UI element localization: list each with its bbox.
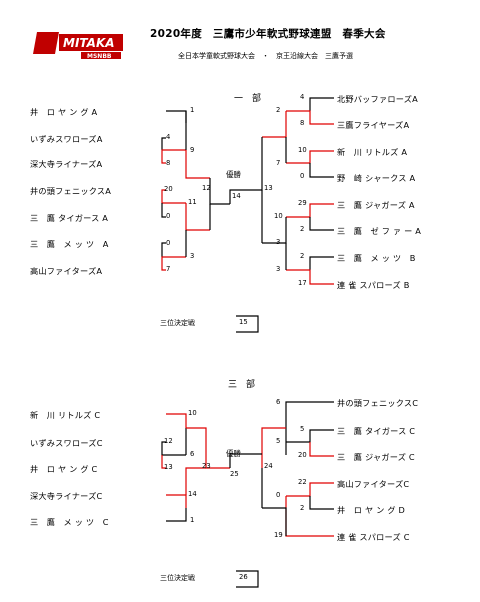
d1-score: 12 (202, 184, 211, 192)
d3-left-team-5: 三 鷹 メ ッ ツ C (30, 517, 109, 527)
page-subtitle: 全日本学童軟式野球大会 ・ 京王沿線大会 三鷹予選 (178, 52, 353, 60)
d3-score: 2 (300, 504, 305, 512)
d1-right-team-2: 三鷹フライヤーズA (337, 120, 410, 130)
d1-right-team-3: 新 川 リトルズ A (337, 147, 408, 157)
d3-score: 6 (276, 398, 281, 406)
d1-left-team-3: 深大寺ライナーズA (30, 159, 103, 169)
d1-score: 10 (274, 212, 283, 220)
d3-score: 5 (276, 437, 281, 445)
d3-score: 10 (188, 409, 197, 417)
d3-score: 24 (264, 462, 273, 470)
d3-score: 22 (298, 478, 307, 486)
d3-right-team-4: 高山ファイターズC (337, 479, 410, 489)
d3-left-team-2: いずみスワローズC (30, 438, 103, 448)
d3-score: 12 (164, 437, 173, 445)
d1-final-label: 優勝 (226, 170, 241, 179)
mitaka-logo: MITAKA MSNBB (33, 30, 125, 60)
d1-right-team-1: 北野バッファローズA (337, 94, 418, 104)
d1-left-team-6: 三 鷹 メ ッ ツ A (30, 239, 109, 249)
d3-right-team-3: 三 鷹 ジャガーズ C (337, 452, 415, 462)
d3-right-team-6: 連 雀 スパローズ C (337, 532, 410, 542)
d1-score: 0 (166, 212, 171, 220)
d1-third-place-label: 三位決定戦 (160, 319, 195, 327)
d1-left-team-1: 井 ロ ヤ ン グ A (30, 107, 98, 117)
d1-score: 29 (298, 199, 307, 207)
d3-score: 20 (298, 451, 307, 459)
d1-score: 17 (298, 279, 307, 287)
d1-score: 7 (166, 265, 171, 273)
d1-score: 4 (166, 133, 171, 141)
d3-score: 13 (164, 463, 173, 471)
d3-score: 6 (190, 450, 195, 458)
d1-left-team-5: 三 鷹 タイガース A (30, 213, 109, 223)
d1-score: 20 (164, 185, 173, 193)
d1-score: 9 (190, 146, 195, 154)
page-title: 2020年度 三鷹市少年軟式野球連盟 春季大会 (150, 28, 386, 40)
d1-right-team-4: 野 崎 シャークス A (337, 173, 416, 183)
d1-score: 13 (264, 184, 273, 192)
d1-score: 7 (276, 159, 281, 167)
d3-score: 14 (188, 490, 197, 498)
d1-right-team-5: 三 鷹 ジャガーズ A (337, 200, 415, 210)
d1-right-team-8: 連 雀 スパローズ B (337, 280, 410, 290)
d3-left-team-4: 深大寺ライナーズC (30, 491, 103, 501)
d3-right-team-2: 三 鷹 タイガース C (337, 426, 416, 436)
d3-right-team-1: 井の頭フェニックスC (337, 398, 419, 408)
d1-score: 1 (190, 106, 195, 114)
d1-score: 2 (300, 252, 305, 260)
d1-score: 2 (276, 106, 281, 114)
d1-score: 3 (276, 265, 281, 273)
d3-score: 19 (274, 531, 283, 539)
d1-score: 8 (300, 119, 305, 127)
d1-score: 4 (300, 93, 305, 101)
d3-score: 0 (276, 491, 281, 499)
d3-score: 23 (202, 462, 211, 470)
d1-left-team-7: 高山ファイターズA (30, 266, 103, 276)
d3-third-place-label: 三位決定戦 (160, 574, 195, 582)
d3-score: 5 (300, 425, 305, 433)
d1-left-team-4: 井の頭フェニックスA (30, 186, 112, 196)
d3-final-label: 優勝 (226, 449, 241, 458)
d1-score: 0 (300, 172, 305, 180)
d1-right-team-6: 三 鷹 ゼ フ ァ ー A (337, 226, 422, 236)
d3-left-team-3: 井 ロ ヤ ン グ C (30, 464, 98, 474)
d1-score: 0 (166, 239, 171, 247)
d1-score: 3 (190, 252, 195, 260)
d1-left-team-2: いずみスワローズA (30, 134, 103, 144)
d3-right-team-5: 井 ロ ヤ ン グ D (337, 505, 406, 515)
d1-score: 10 (298, 146, 307, 154)
d1-score: 2 (300, 225, 305, 233)
d3-third-place-score: 26 (239, 573, 248, 581)
d1-score: 3 (276, 238, 281, 246)
logo-subtext: MSNBB (87, 53, 112, 60)
d3-score: 25 (230, 470, 239, 478)
division1-label: 一 部 (234, 94, 262, 104)
d1-score: 14 (232, 192, 241, 200)
division3-label: 三 部 (228, 380, 256, 390)
logo-text: MITAKA (63, 36, 115, 50)
d1-score: 8 (166, 159, 171, 167)
d1-score: 11 (188, 198, 197, 206)
d1-right-team-7: 三 鷹 メ ッ ツ B (337, 253, 416, 263)
d3-left-team-1: 新 川 リトルズ C (30, 410, 101, 420)
d1-third-place-score: 15 (239, 318, 248, 326)
d3-score: 1 (190, 516, 195, 524)
